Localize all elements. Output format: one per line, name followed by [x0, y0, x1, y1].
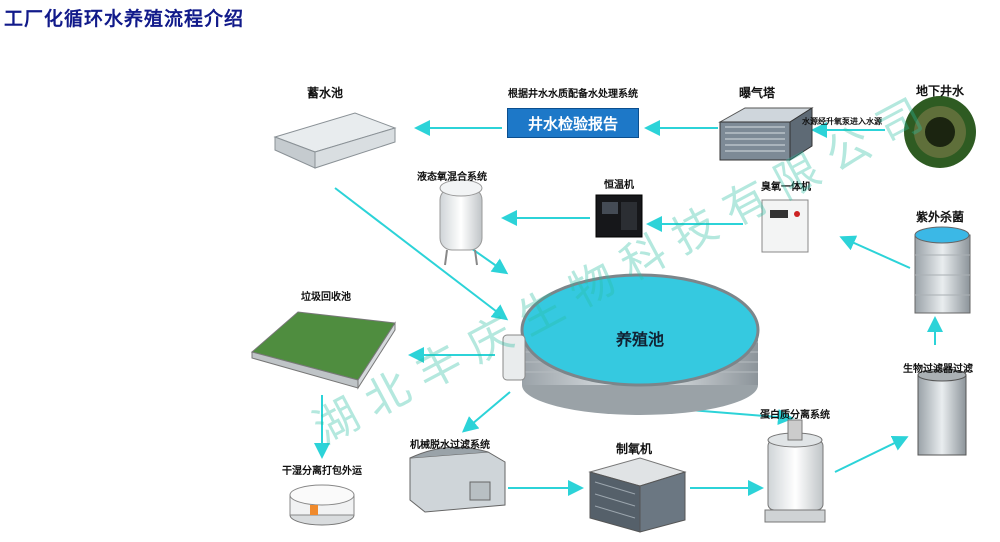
label-groundwater: 地下井水: [915, 84, 965, 98]
arrow: [689, 409, 794, 426]
pond-icon: [502, 273, 760, 415]
arrow: [839, 235, 911, 269]
label-oxygen-mixer: 液态氧混合系统: [417, 172, 487, 183]
label-mech-filter: 机械脱水过滤系统: [410, 440, 490, 451]
mech-filter-icon: [409, 446, 506, 513]
ozone-unit-icon: [761, 199, 809, 253]
bio-filter-icon: [917, 368, 967, 456]
arrow: [334, 187, 509, 321]
aeration-tower-icon: [718, 107, 814, 161]
label-bio-filter: 生物过滤器过滤: [903, 364, 973, 375]
label-uv-sterilizer: 紫外杀菌: [915, 210, 965, 224]
arrow: [461, 391, 511, 433]
label-reservoir: 蓄水池: [306, 86, 344, 100]
label-protein-skimmer: 蛋白质分离系统: [760, 410, 830, 421]
label-pond: 养殖池: [615, 330, 665, 349]
oxygen-generator-icon: [588, 457, 687, 533]
arrow: [834, 436, 909, 473]
label-oxygen-generator: 制氧机: [615, 442, 653, 456]
label-waste-pool: 垃圾回收池: [301, 292, 351, 303]
uv-sterilizer-icon: [914, 226, 971, 314]
waste-pool-icon: [250, 311, 396, 390]
label-aeration-tower: 曝气塔: [738, 86, 776, 100]
oxygen-tank-icon: [439, 179, 483, 266]
label-thermostat: 恒温机: [604, 180, 634, 191]
label-dewater: 干湿分离打包外运: [282, 466, 362, 477]
label-tower-note: 水源经升氧泵进入水源: [802, 117, 882, 126]
page-title: 工厂化循环水养殖流程介绍: [4, 8, 245, 30]
well-icon: [904, 96, 976, 168]
label-treatment-note: 根据井水水质配备水处理系统: [508, 89, 638, 100]
report-icon[interactable]: 井水检验报告: [507, 108, 639, 138]
label-ozone-unit: 臭氧一体机: [761, 182, 811, 193]
thermostat-icon: [595, 194, 643, 238]
protein-skimmer-icon: [764, 419, 826, 523]
dewater-icon: [289, 484, 355, 526]
reservoir-icon: [273, 112, 397, 169]
